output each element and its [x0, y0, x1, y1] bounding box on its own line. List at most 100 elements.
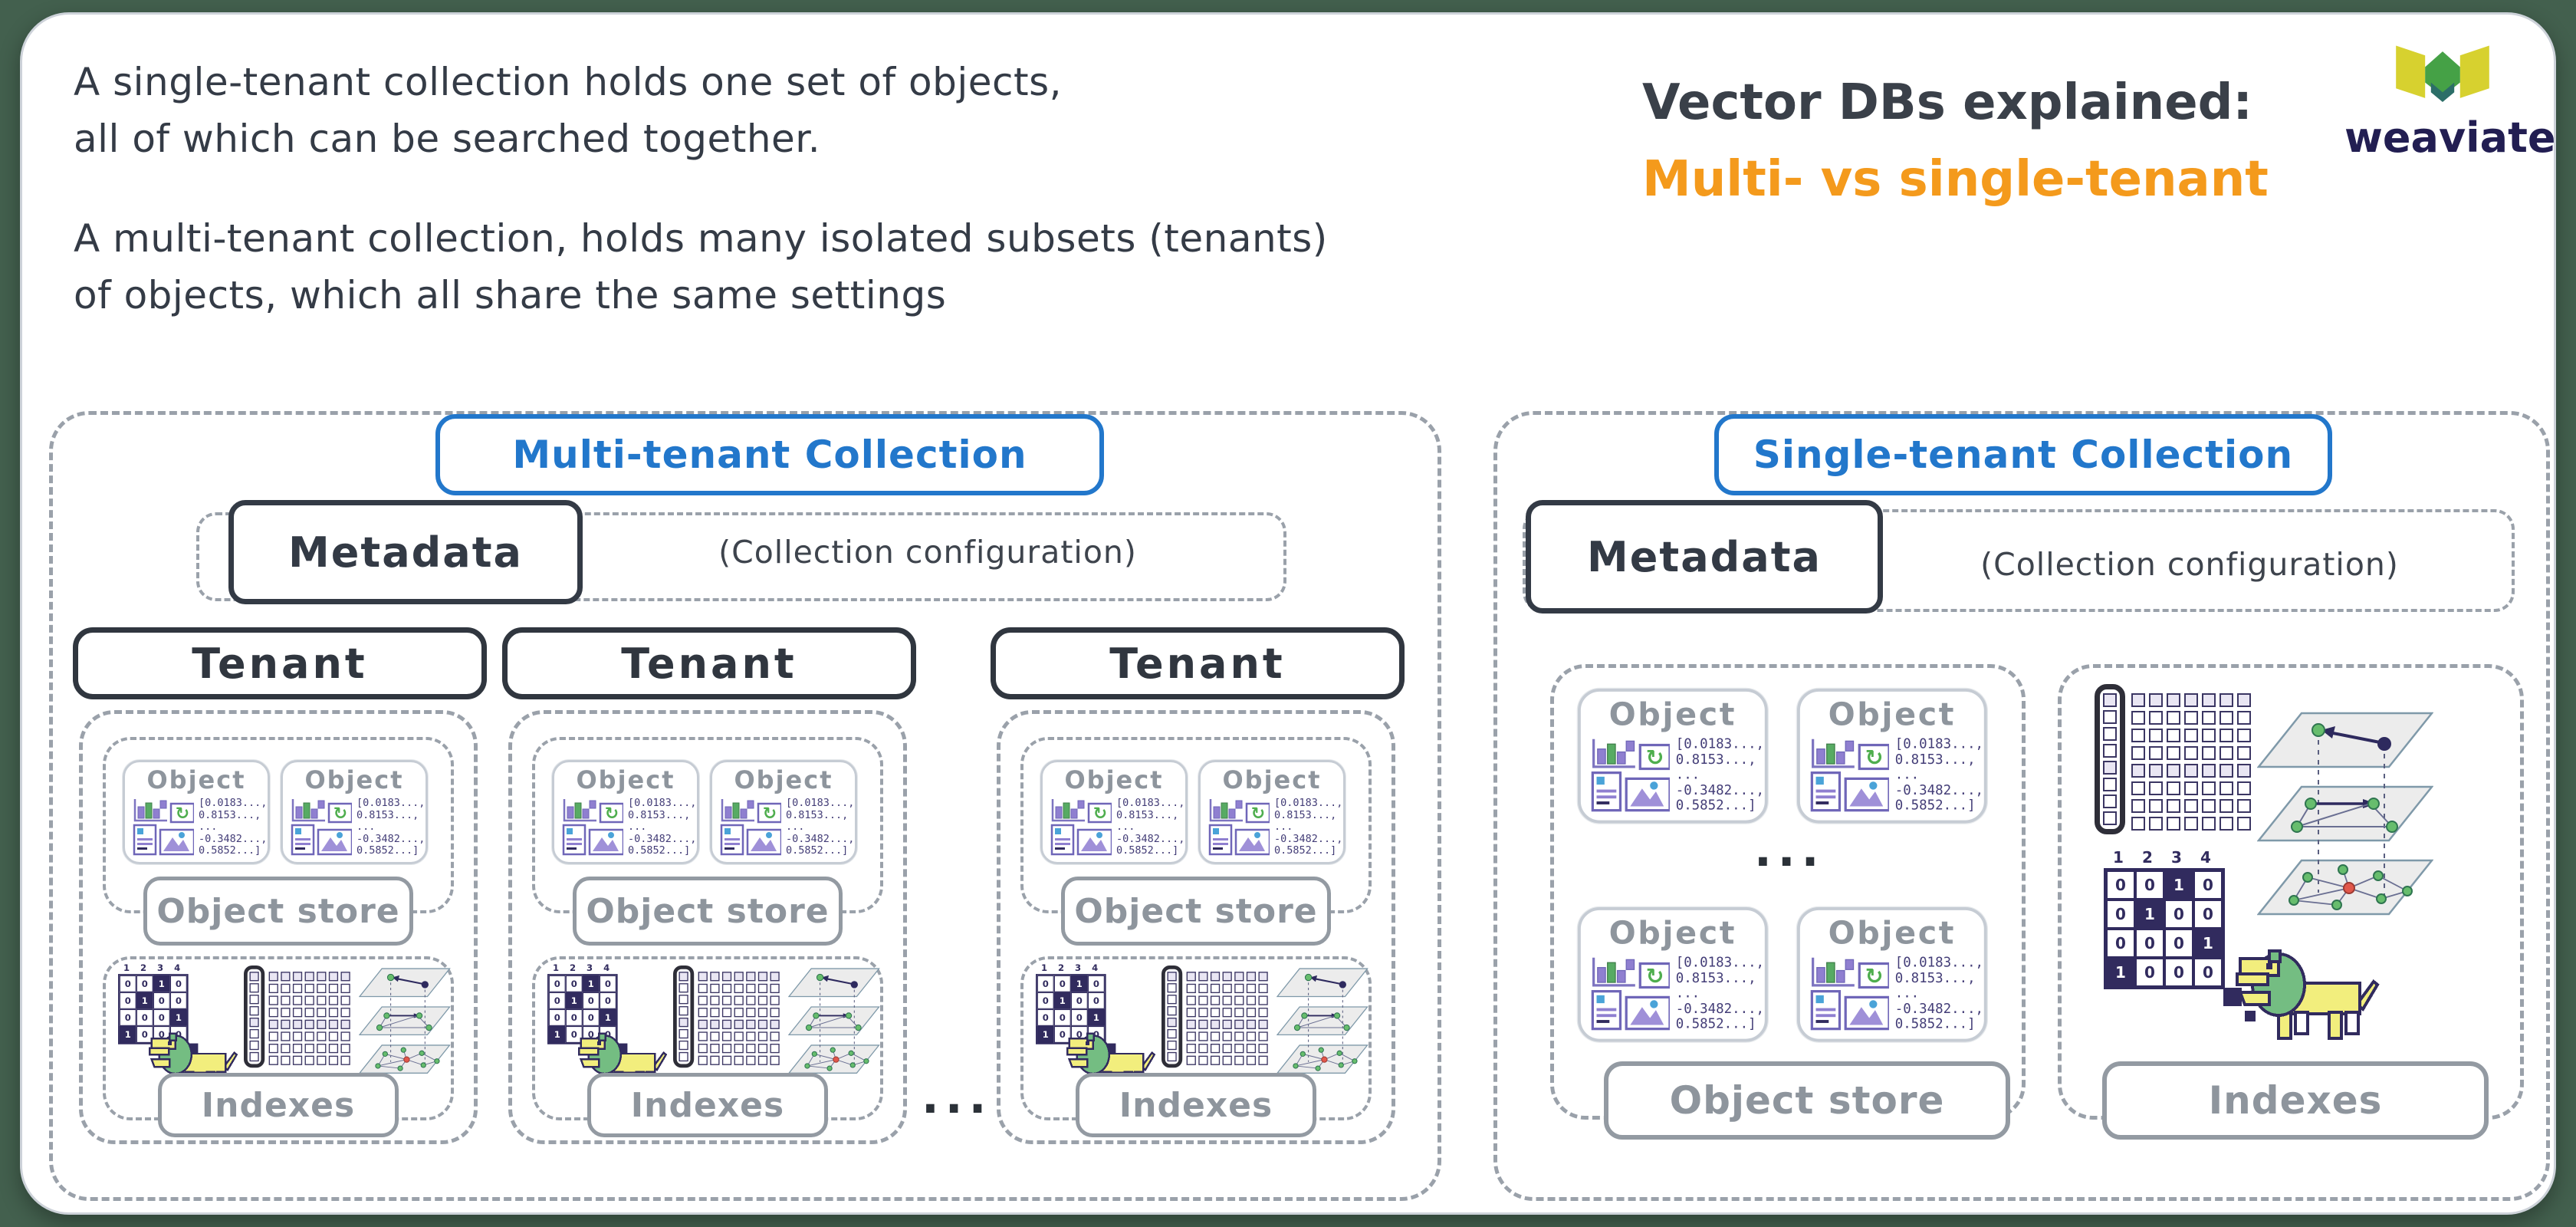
grid-cell [2202, 817, 2216, 831]
hnsw-layers-icon-slot [1276, 967, 1368, 1077]
hnsw-layers-icon [787, 968, 880, 1074]
matrix-cell: 0 [1053, 1008, 1071, 1026]
grid-cell [340, 983, 350, 994]
grid-cell [292, 1008, 303, 1018]
grid-cell [2220, 711, 2233, 725]
grid-cell [268, 1044, 278, 1054]
grid-cell [2131, 781, 2145, 795]
grid-cell [770, 1055, 780, 1065]
grid-cell [2103, 744, 2117, 758]
object-card: Object ↻ [1797, 689, 1987, 824]
grid-cell [2184, 746, 2198, 760]
grid-cell [1234, 983, 1244, 994]
svg-text:↻: ↻ [334, 804, 347, 824]
grid-cell [1198, 995, 1208, 1005]
grid-cell [281, 1019, 291, 1029]
vector-grid-icon-slot [1162, 965, 1268, 1068]
grid-cell [249, 1018, 259, 1028]
vector-grid-icon-slot [2095, 684, 2252, 834]
matrix-cell: 0 [169, 992, 187, 1009]
grid-cell [746, 1055, 756, 1065]
grid-cell [1198, 972, 1208, 982]
grid-cell [1258, 972, 1268, 982]
matrix-cell: 1 [1087, 1008, 1105, 1026]
grid-cell [1234, 1044, 1244, 1054]
grid-cell [2184, 764, 2198, 778]
grid-cell [1222, 1019, 1232, 1029]
grid-cell [317, 1019, 327, 1029]
vector-line: -0.3482..., [1274, 832, 1343, 845]
grid-cell [770, 1008, 780, 1018]
vector-line: 0.8153..., [1894, 969, 1976, 986]
grid-cell [1246, 1019, 1257, 1029]
matrix-header: 2 [140, 962, 147, 973]
matrix-cell: 0 [2135, 958, 2164, 987]
matrix-cell: 0 [2106, 929, 2135, 958]
intro-line: A multi-tenant collection, holds many is… [74, 216, 1328, 261]
grid-cell [757, 1008, 768, 1018]
tenant-label: Tenant [621, 639, 797, 688]
grid-cell [698, 1019, 708, 1029]
bar-chart-icon [1209, 799, 1243, 822]
grid-cell [1222, 972, 1232, 982]
vector-grid-icon [673, 965, 780, 1068]
grid-cell [734, 983, 744, 994]
object-vector-text: [0.0183...,0.8153...,...-0.3482...,0.585… [1676, 956, 1764, 1032]
object-store-label: Object store [573, 877, 843, 946]
vector-matrix-grid [268, 972, 350, 1065]
grid-cell [317, 1031, 327, 1041]
grid-cell [2167, 781, 2180, 795]
vector-line: -0.3482..., [1894, 781, 1984, 798]
svg-text:↻: ↻ [763, 804, 777, 824]
matrix-cell: 0 [599, 992, 616, 1009]
grid-cell [340, 1044, 350, 1054]
matrix-header: 2 [2142, 848, 2153, 867]
matrix-cell: 0 [2193, 958, 2223, 987]
grid-cell [1258, 1019, 1268, 1029]
vector-line: -0.3482..., [199, 832, 268, 845]
grid-cell [734, 1055, 744, 1065]
grid-cell [2237, 799, 2251, 813]
object-store-label: Object store [1061, 877, 1331, 946]
matrix-cell: 0 [582, 992, 600, 1009]
svg-text:↻: ↻ [1646, 963, 1664, 989]
grid-cell [2103, 727, 2117, 741]
grid-cell [328, 1044, 339, 1054]
vector-line: [0.0183..., [1675, 954, 1765, 971]
vector-line: 0.8153..., [1116, 808, 1179, 821]
matrix-cell: 0 [548, 992, 566, 1009]
tenants-ellipsis: ... [922, 1071, 993, 1124]
object-card-title: Object [146, 765, 246, 794]
grid-cell [678, 1028, 688, 1039]
matrix-header: 4 [1092, 962, 1099, 973]
grid-cell [292, 995, 303, 1005]
vector-grid-icon-slot [244, 965, 350, 1068]
grid-cell [328, 995, 339, 1005]
metadata-box: Metadata [1526, 500, 1883, 614]
object-vector-text: [0.0183...,0.8153...,...-0.3482...,0.585… [1274, 797, 1343, 857]
vector-line: 0.8153..., [356, 808, 419, 821]
grid-cell [304, 972, 314, 982]
matrix-header: 1 [552, 962, 560, 973]
matrix-cell: 0 [119, 1008, 136, 1026]
grid-cell [328, 1008, 339, 1018]
grid-cell [2167, 729, 2180, 742]
grid-cell [1167, 1040, 1177, 1051]
grid-cell [2103, 811, 2117, 825]
grid-cell [1198, 983, 1208, 994]
intro-text: A single-tenant collection holds one set… [74, 54, 1328, 324]
grid-cell [292, 1055, 303, 1065]
hnsw-layers-icon-slot [358, 967, 451, 1077]
svg-text:↻: ↻ [605, 804, 619, 824]
grid-cell [757, 972, 768, 982]
grid-cell [328, 1055, 339, 1065]
vector-line: [0.0183..., [1894, 954, 1984, 971]
object-card: Object ↻ [1578, 689, 1768, 824]
matrix-cell: 0 [1053, 1025, 1071, 1043]
grid-cell [710, 972, 720, 982]
grid-cell [2237, 764, 2251, 778]
